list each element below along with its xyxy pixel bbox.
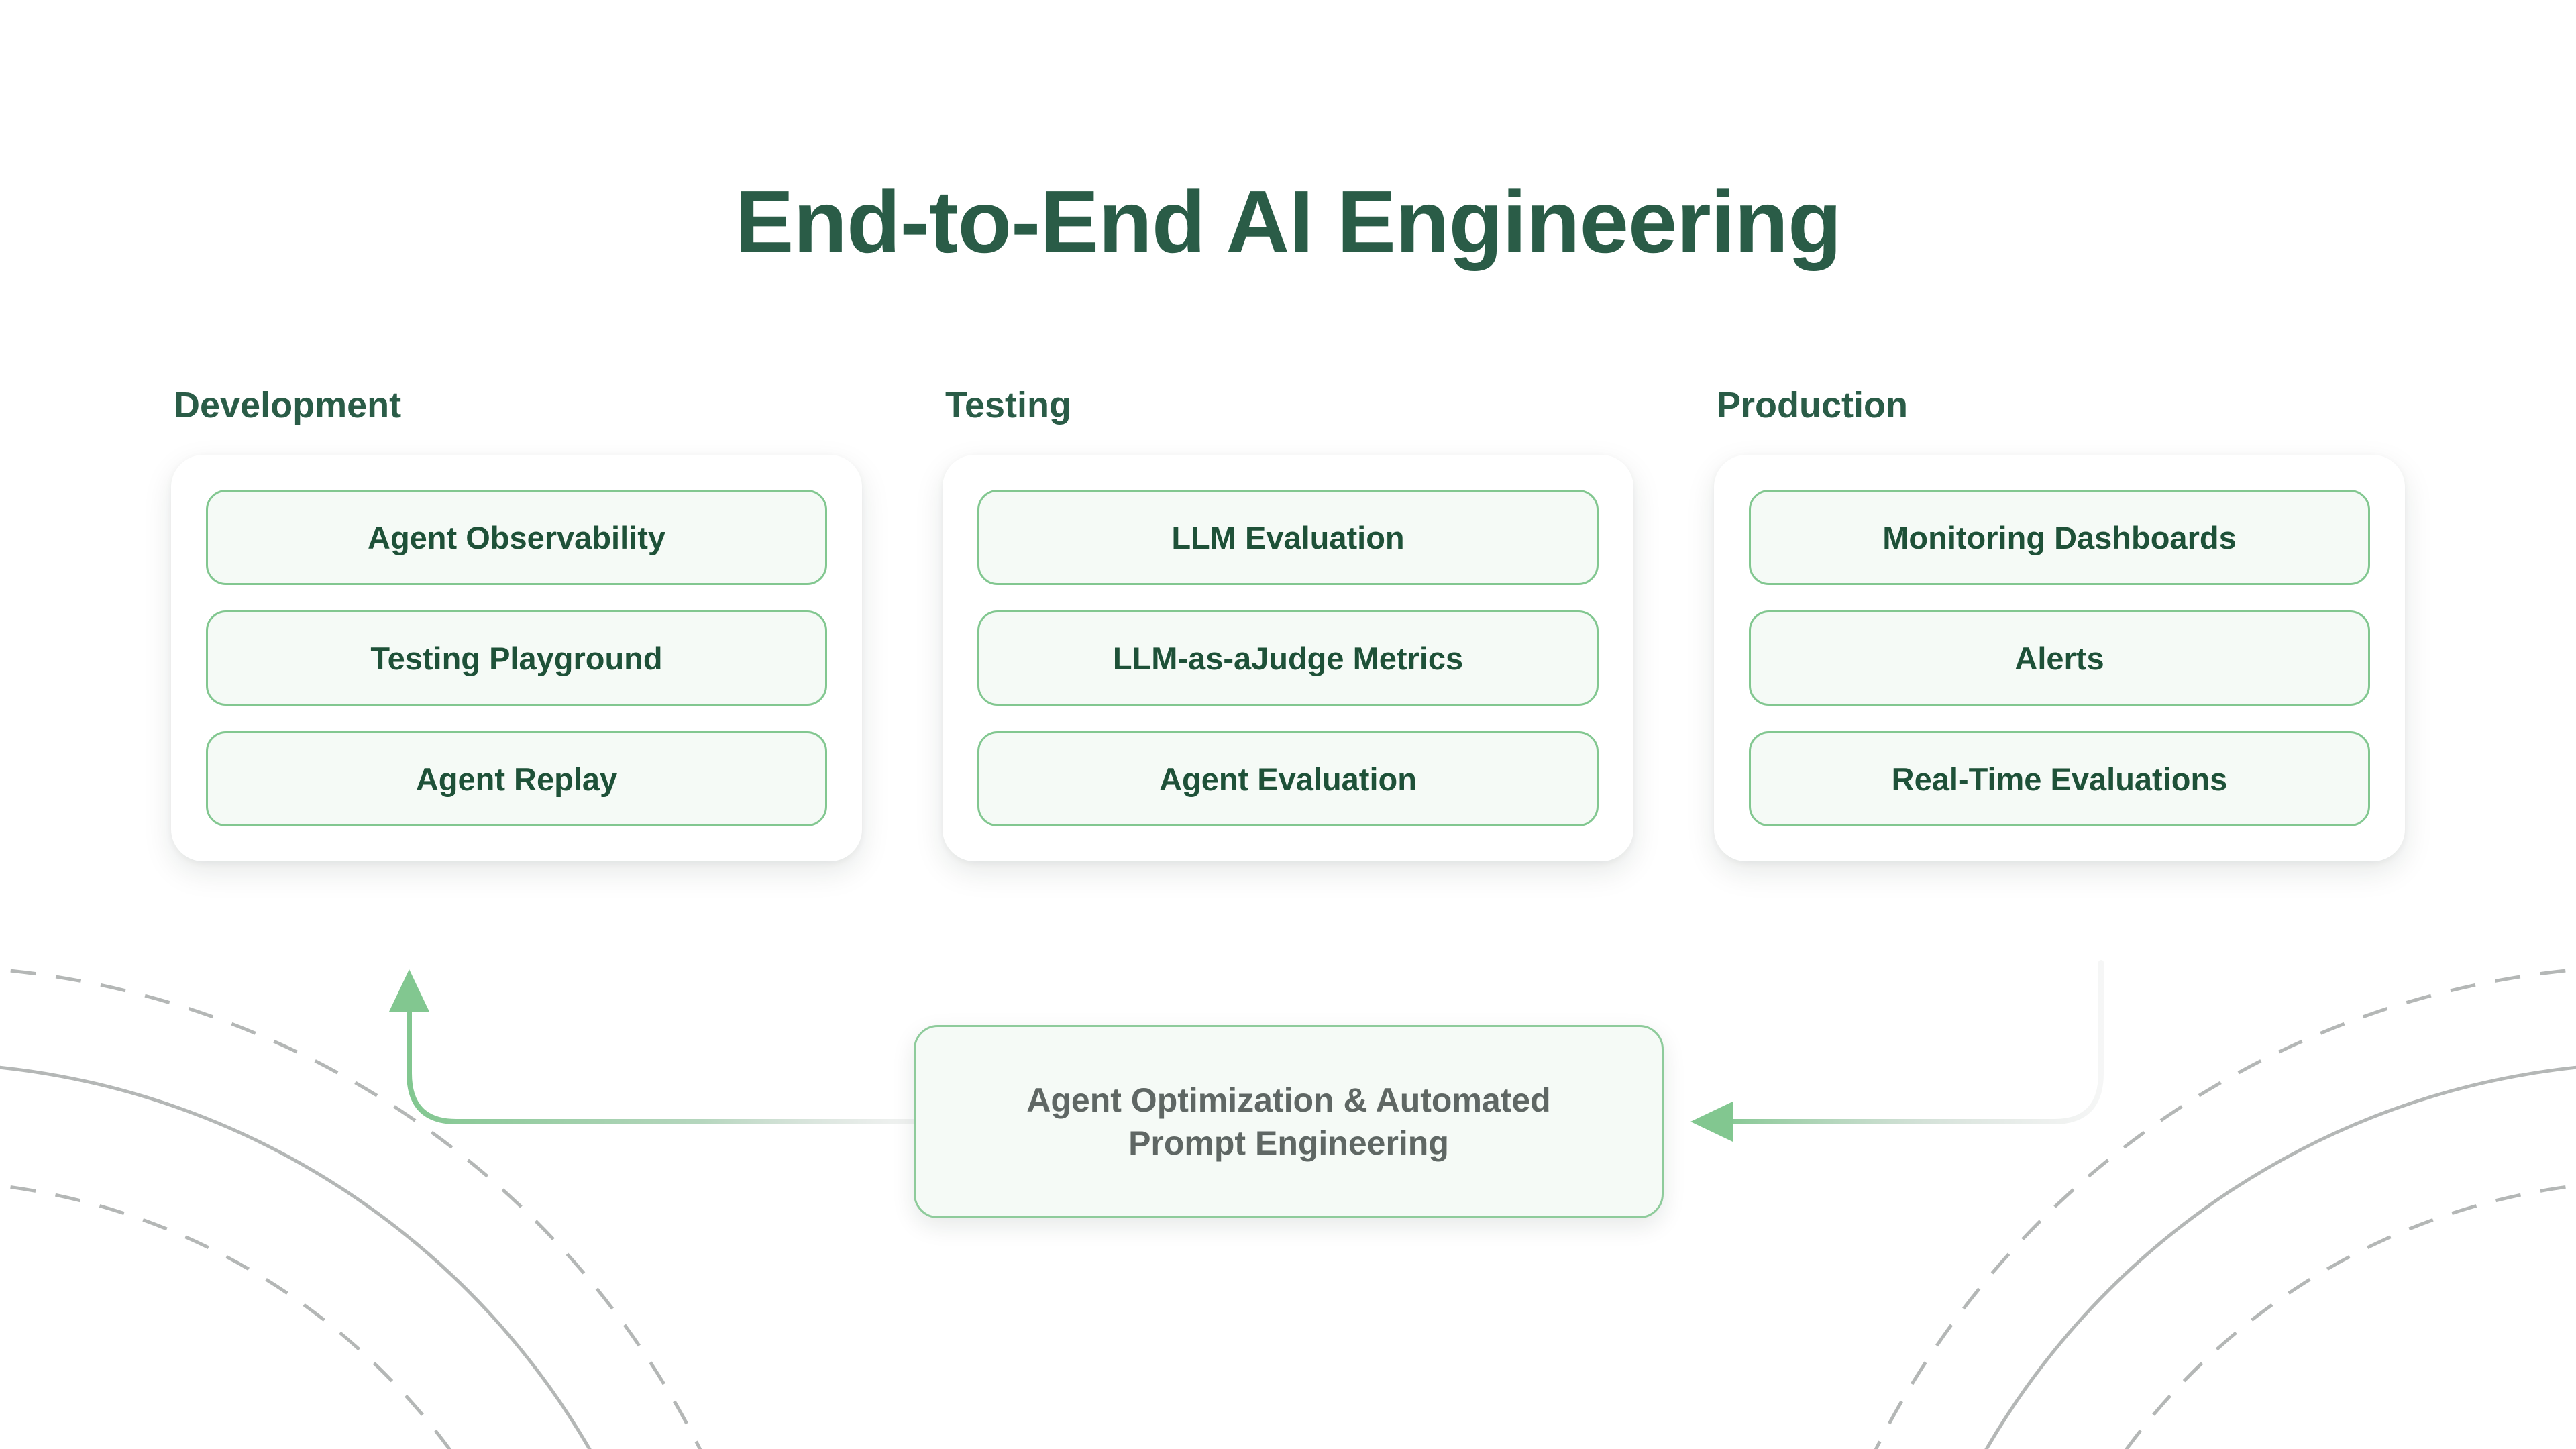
arrowhead-left-icon	[1690, 1102, 1733, 1142]
column-header-production: Production	[1717, 385, 1908, 425]
pill-llm-evaluation[interactable]: LLM Evaluation	[977, 490, 1599, 586]
center-box-line-1: Agent Optimization & Automated	[1026, 1081, 1551, 1119]
panel-testing: LLM Evaluation LLM-as-aJudge Metrics Age…	[943, 455, 1633, 862]
pill-monitoring-dashboards[interactable]: Monitoring Dashboards	[1749, 490, 2370, 586]
deco-arc-left-inner	[0, 1183, 451, 1449]
column-header-development: Development	[174, 385, 402, 425]
pill-llm-as-a-judge-metrics[interactable]: LLM-as-aJudge Metrics	[977, 610, 1599, 706]
arrowhead-up-icon	[389, 969, 429, 1012]
pipeline-columns: Development Agent Observability Testing …	[0, 385, 2576, 936]
deco-arc-right-mid	[1984, 1065, 2576, 1449]
deco-arc-left-outer	[0, 968, 702, 1449]
connector-feedback-to-development	[389, 969, 916, 1124]
column-production: Production Monitoring Dashboards Alerts …	[1714, 385, 2405, 862]
deco-arc-left-mid	[0, 1065, 592, 1449]
pill-alerts[interactable]: Alerts	[1749, 610, 2370, 706]
center-optimization-box[interactable]: Agent Optimization & Automated Prompt En…	[914, 1025, 1664, 1218]
pill-testing-playground[interactable]: Testing Playground	[206, 610, 827, 706]
page-title: End-to-End AI Engineering	[735, 172, 1841, 271]
panel-development: Agent Observability Testing Playground A…	[171, 455, 862, 862]
panel-production: Monitoring Dashboards Alerts Real-Time E…	[1714, 455, 2405, 862]
pill-agent-evaluation[interactable]: Agent Evaluation	[977, 731, 1599, 827]
deco-arc-right-outer	[1874, 968, 2576, 1449]
column-header-testing: Testing	[945, 385, 1071, 425]
column-development: Development Agent Observability Testing …	[171, 385, 862, 862]
pill-real-time-evaluations[interactable]: Real-Time Evaluations	[1749, 731, 2370, 827]
pill-agent-replay[interactable]: Agent Replay	[206, 731, 827, 827]
pill-agent-observability[interactable]: Agent Observability	[206, 490, 827, 586]
deco-arc-right-inner	[2125, 1183, 2576, 1449]
center-box-text: Agent Optimization & Automated Prompt En…	[1026, 1079, 1550, 1165]
connector-production-to-center	[1690, 960, 2104, 1142]
center-box-line-2: Prompt Engineering	[1128, 1124, 1449, 1162]
column-testing: Testing LLM Evaluation LLM-as-aJudge Met…	[943, 385, 1633, 862]
